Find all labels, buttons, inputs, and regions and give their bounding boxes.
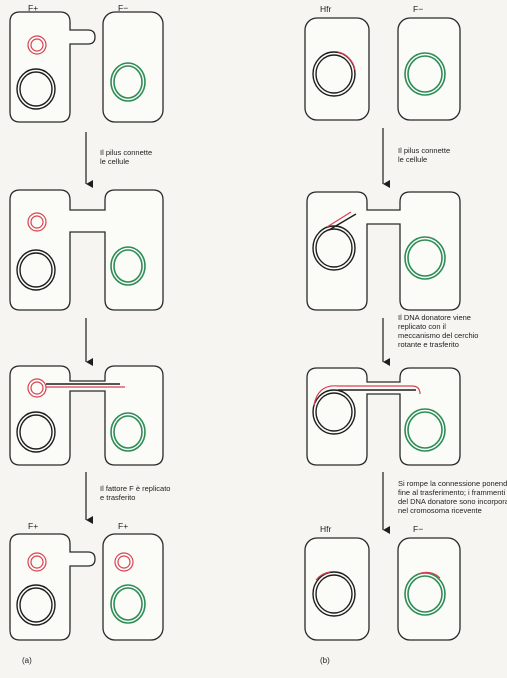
header-a-s4-left: F+ (28, 521, 38, 531)
a-step-replicated-label: Il fattore F è replicato e trasferito (100, 484, 173, 502)
b-s4-recipient-cell (397, 537, 461, 641)
b-s2-connected-cells (306, 191, 461, 311)
header-b-s1-left: Hfr (320, 4, 332, 14)
b-step-break-label: Si rompe la connessione ponendo fine al … (398, 479, 507, 515)
panel-a-label: (a) (22, 656, 32, 665)
header-a-s1-right: F− (118, 3, 128, 13)
header-b-s4-left: Hfr (320, 524, 332, 534)
a-s1-donor-cell (9, 11, 96, 123)
a-s3-transfer-cells (9, 365, 164, 466)
a-step-pilus-label: Il pilus connette le cellule (100, 148, 154, 166)
b-s1-recipient-cell (397, 17, 461, 121)
header-b-s4-right: F− (413, 524, 423, 534)
b-step-pilus-label: Il pilus connette le cellule (398, 146, 452, 164)
a-s2-connected-cells (9, 189, 164, 311)
header-a-s4-right: F+ (118, 521, 128, 531)
b-s4-hfr-cell (304, 537, 370, 641)
header-b-s1-right: F− (413, 4, 423, 14)
a-s4-donor-cell (9, 533, 96, 641)
b-s1-hfr-cell (304, 17, 370, 121)
header-a-s1-left: F+ (28, 3, 38, 13)
b-step-dna-label: Il DNA donatore viene replicato con il m… (398, 313, 481, 349)
a-s1-recipient-cell (102, 11, 164, 123)
panel-b-label: (b) (320, 656, 330, 665)
b-s3-transfer-cells (306, 367, 461, 466)
a-s4-new-donor-cell (102, 533, 164, 641)
